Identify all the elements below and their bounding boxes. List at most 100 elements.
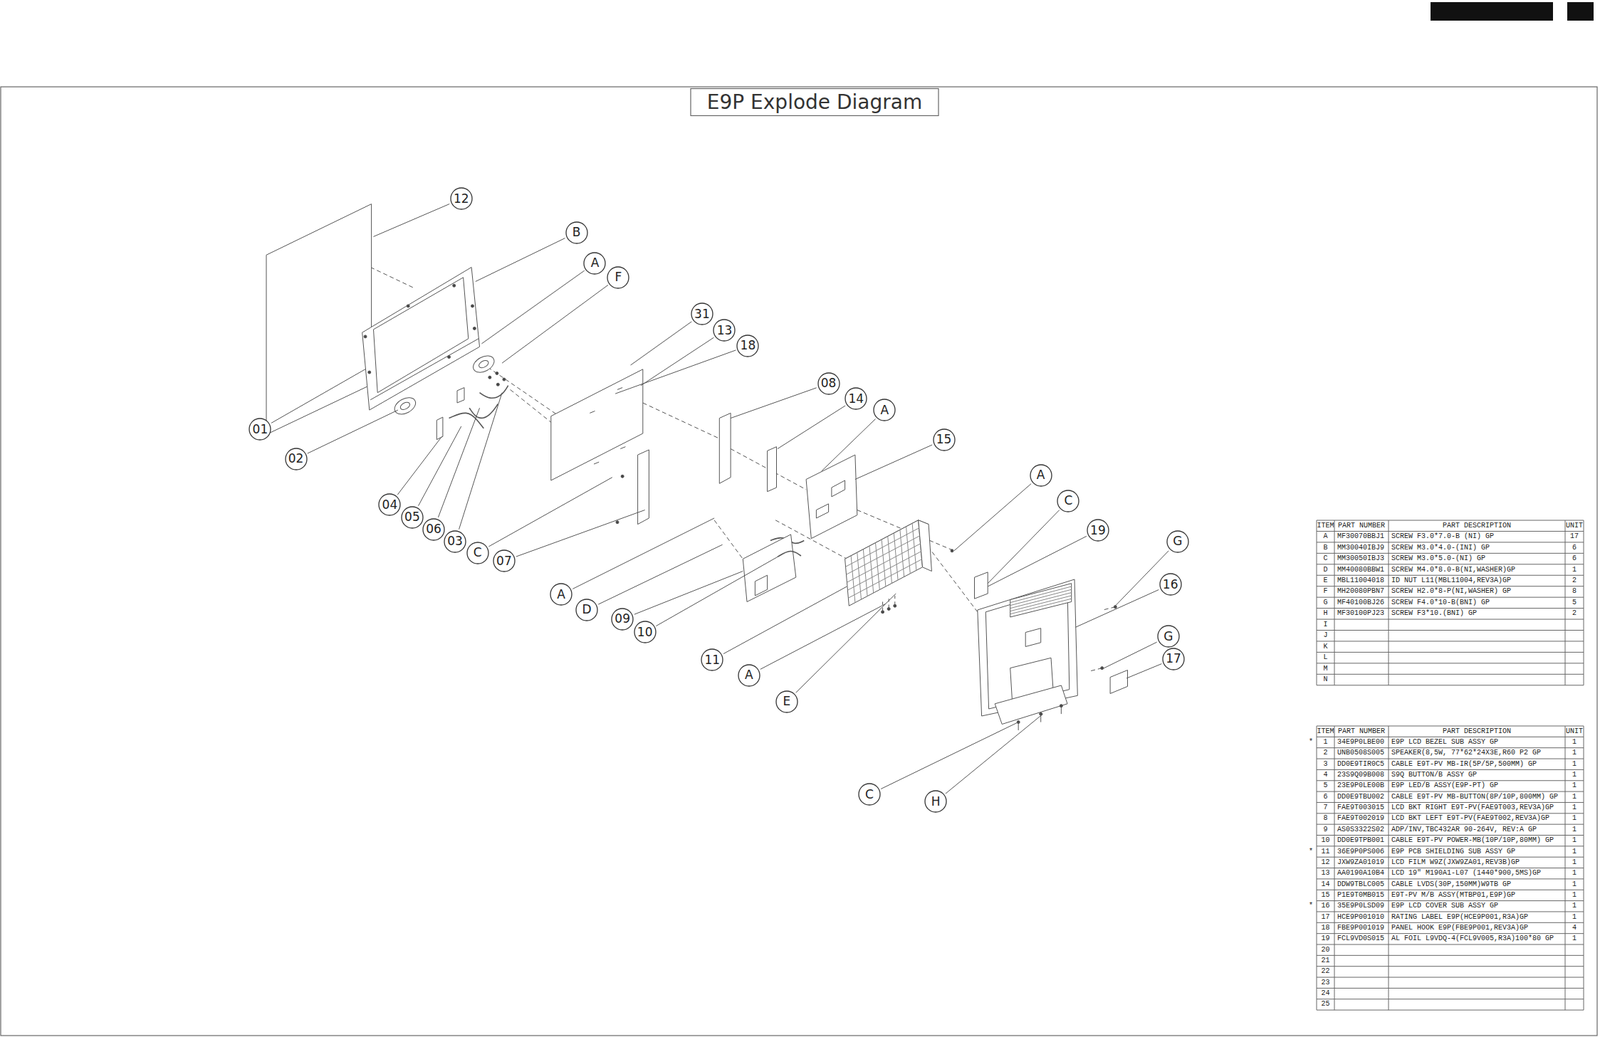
table-rule — [1334, 520, 1336, 686]
callout-number: 05 — [404, 511, 421, 524]
leader-line — [730, 388, 817, 419]
transformer — [754, 575, 767, 596]
unit-qty: 8 — [1572, 588, 1577, 596]
header-bar — [1430, 2, 1554, 21]
unit-qty: 1 — [1572, 848, 1577, 856]
border-frame — [0, 86, 1598, 1037]
lcd-bezel — [362, 267, 480, 411]
part-description: CABLE E9T-PV MB-BUTTON(8P/10P,800MM) GP — [1391, 793, 1558, 802]
part-number: 23S9Q09B008 — [1337, 771, 1385, 779]
callout-outline — [691, 303, 713, 325]
item-id: 25 — [1320, 1001, 1330, 1009]
unit-qty: 1 — [1572, 815, 1577, 823]
table-rule — [1316, 878, 1584, 880]
item-id: 11 — [1320, 848, 1330, 856]
vent-slot — [1010, 595, 1072, 612]
callout-outline — [1159, 573, 1182, 596]
part-description: SCREW F3.0*7.0-B (NI) GP — [1391, 533, 1494, 541]
panel-hook — [593, 462, 599, 465]
screw-axis — [1060, 706, 1062, 715]
callout-outline — [713, 319, 735, 342]
callout-bubble: 06 — [422, 518, 446, 542]
table-rule — [1316, 747, 1584, 749]
table-rule — [1316, 597, 1584, 599]
rating-label — [1110, 670, 1128, 695]
part-number: DDW9TBLC005 — [1337, 881, 1385, 889]
item-id: A — [1323, 533, 1328, 541]
callout-bubble: C — [466, 541, 490, 565]
callout-outline — [701, 649, 723, 671]
callout-outline — [611, 608, 634, 631]
callout-outline — [1087, 519, 1109, 542]
table-header: PART DESCRIPTION — [1442, 728, 1511, 736]
table-rule — [1316, 769, 1584, 771]
item-id: 18 — [1320, 924, 1330, 933]
part-description: LCD BKT RIGHT E9T-PV(FAE9T003,REV3A)GP — [1391, 804, 1554, 812]
screw-symbol — [406, 304, 410, 308]
callout-number: 07 — [496, 555, 512, 568]
callout-number: H — [931, 796, 941, 809]
change-mark: * — [1308, 902, 1314, 911]
callout-outline — [493, 550, 515, 572]
item-id: B — [1323, 544, 1328, 552]
item-id: 16 — [1320, 902, 1330, 911]
shield-side — [918, 520, 933, 572]
speaker-cone — [399, 400, 412, 411]
part-number: FAE9T003015 — [1337, 804, 1385, 812]
table-rule — [1316, 857, 1584, 859]
panel-hook — [589, 411, 595, 414]
screw-symbol — [502, 378, 506, 381]
leader-line — [417, 426, 461, 507]
unit-qty: 4 — [1572, 924, 1577, 933]
part-description: S9Q BUTTON/B ASSY GP — [1391, 771, 1477, 779]
main-board — [806, 455, 858, 540]
unit-qty: 17 — [1570, 533, 1579, 541]
unit-qty: 1 — [1572, 761, 1577, 769]
unit-qty: 1 — [1572, 881, 1577, 889]
change-mark: * — [1308, 739, 1314, 747]
unit-qty: 2 — [1572, 610, 1577, 618]
part-number: MM30040IBJ9 — [1337, 544, 1385, 552]
item-id: 22 — [1320, 968, 1330, 976]
unit-qty: 1 — [1572, 859, 1577, 867]
callout-bubble: A — [1029, 464, 1053, 488]
button-board — [436, 417, 443, 441]
screw-symbol — [447, 356, 451, 359]
item-id: G — [1323, 599, 1328, 607]
leader-line — [945, 714, 1044, 794]
part-number: JXW9ZA01019 — [1337, 859, 1385, 867]
item-id: N — [1323, 676, 1328, 684]
leader-line — [777, 405, 846, 450]
callout-number: 02 — [288, 452, 305, 465]
callout-number: B — [572, 226, 582, 239]
item-id: 17 — [1320, 914, 1330, 922]
part-number: MH20080PBN7 — [1337, 588, 1385, 596]
part-description: CABLE LVDS(30P,150MM)W9TB GP — [1391, 881, 1511, 889]
part-number: 36E9P0PS006 — [1337, 848, 1385, 856]
table-rule — [1316, 933, 1584, 935]
screw-symbol — [470, 304, 474, 308]
part-number: AA0190A10B4 — [1337, 870, 1385, 878]
table-rule — [1316, 586, 1584, 587]
part-description: CABLE E9T-PV POWER-MB(10P/10P,80MM) GP — [1391, 837, 1554, 845]
assembly-line — [714, 520, 743, 559]
table-rule — [1388, 726, 1390, 1011]
unit-qty: 1 — [1572, 914, 1577, 922]
table-rule — [1316, 845, 1584, 847]
callout-number: 11 — [704, 654, 720, 667]
table-rule — [1316, 922, 1584, 924]
item-id: 5 — [1323, 782, 1328, 790]
table-header: ITEM — [1316, 522, 1334, 530]
al-foil — [974, 572, 989, 599]
item-id: 10 — [1320, 837, 1330, 845]
callout-outline — [583, 252, 606, 275]
callout-outline — [738, 665, 760, 687]
leader-line — [481, 270, 584, 344]
item-id: E — [1323, 577, 1328, 585]
screw-axis — [894, 595, 896, 606]
item-id: 3 — [1323, 761, 1328, 769]
table-rule — [1316, 911, 1584, 913]
callout-number: C — [865, 788, 874, 802]
table-rule — [1316, 966, 1584, 967]
callout-bubble: G — [1166, 530, 1190, 554]
